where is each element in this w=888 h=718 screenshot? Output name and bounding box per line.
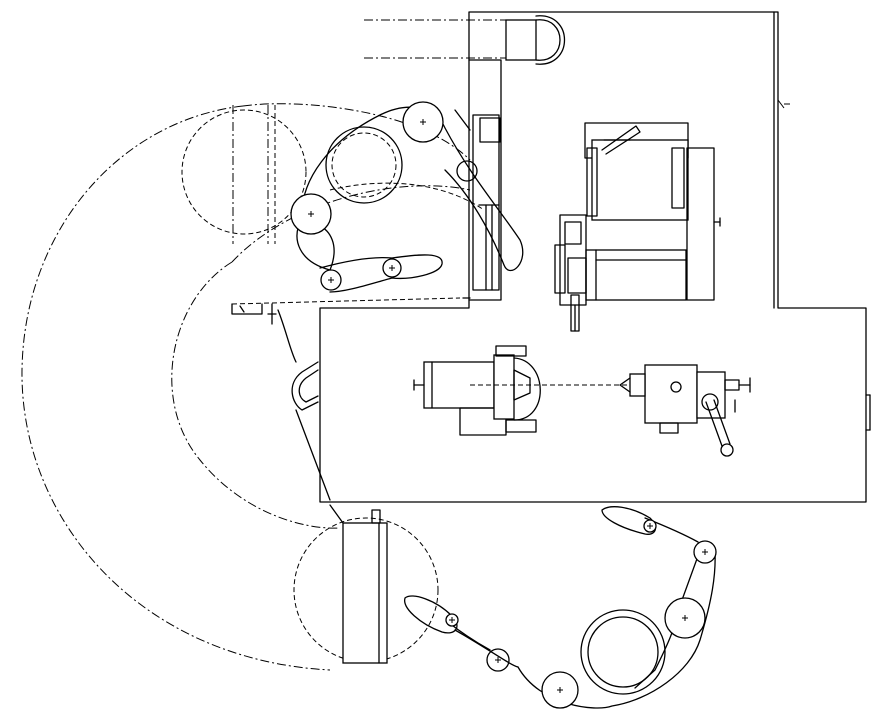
upper-operator-head-outer	[325, 126, 403, 204]
operator-head-inner	[587, 616, 659, 688]
upper-operator-swept-outline	[329, 182, 485, 211]
upper-operator-wrist	[456, 160, 478, 182]
tailstock-lever	[701, 393, 734, 457]
upper-arm-outline	[301, 106, 524, 272]
joint-center-mark	[389, 265, 395, 271]
upper-operator-forearm	[319, 254, 443, 293]
operator-head-outer	[580, 609, 666, 695]
upper-operator-head-inner	[331, 132, 397, 198]
tailstock	[619, 364, 751, 434]
lower-motor-unit	[554, 214, 687, 332]
upper-housing-left-column	[468, 59, 502, 301]
joint-center-mark	[449, 617, 455, 623]
floor-lever	[329, 504, 388, 664]
joint-center-mark	[308, 211, 314, 217]
headstock	[413, 345, 541, 436]
maximum-reach-arc	[21, 103, 471, 671]
joint-center-mark	[682, 615, 688, 621]
table-side-handle	[291, 361, 331, 501]
operator-right-hand	[601, 506, 657, 535]
operator-left-arm-outline	[454, 629, 519, 668]
normal-reach-arc	[171, 185, 471, 529]
joint-center-mark	[420, 119, 426, 125]
upper-operator-hand-knuckle	[382, 258, 402, 278]
machine-base-outline	[319, 11, 867, 503]
upper-reach-shoulder-circle	[181, 109, 307, 235]
lower-operator	[404, 506, 717, 709]
top-rail	[364, 15, 566, 65]
vertical-slide	[454, 109, 501, 299]
base-right-handle-mark	[777, 99, 785, 109]
joint-center-mark	[702, 549, 708, 555]
joint-center-marks	[308, 119, 708, 693]
joint-center-mark	[557, 687, 563, 693]
joint-center-mark	[647, 523, 653, 529]
upper-operator-arm	[290, 101, 524, 293]
operator-left-hand	[404, 595, 458, 634]
joint-center-mark	[328, 277, 334, 283]
joint-center-mark	[495, 657, 501, 663]
upper-bracket	[231, 297, 461, 363]
upper-motor-unit	[584, 122, 721, 301]
